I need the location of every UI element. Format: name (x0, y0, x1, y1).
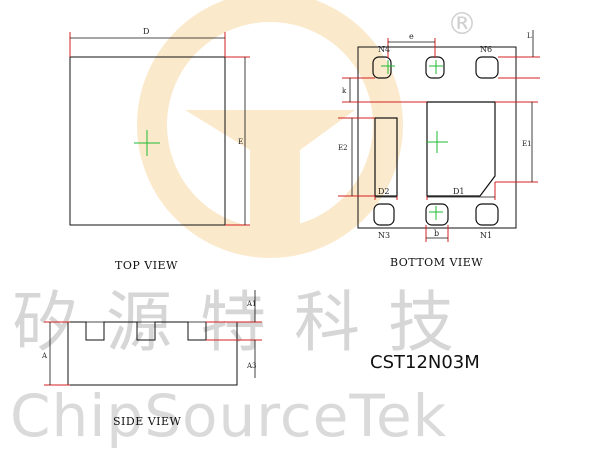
pad-n3 (373, 203, 395, 226)
pad-n5 (425, 56, 445, 79)
bottom-view-body (357, 46, 517, 229)
part-number: CST12N03M (370, 352, 480, 373)
bottom-dim-b (425, 225, 449, 242)
top-dim-e-label: E (238, 138, 243, 146)
pad-n2 (425, 203, 449, 226)
registered-mark: ® (447, 7, 477, 42)
bottom-dim-l (498, 56, 540, 79)
pad-n6 (475, 56, 499, 79)
pin-label-n6: N6 (480, 45, 492, 54)
bottom-dim-e2 (338, 117, 375, 197)
bottom-dim-k-label: k (342, 87, 347, 95)
side-dim-a-label: A (41, 352, 48, 360)
bottom-dim-d1-label: D1 (453, 187, 465, 196)
pad-n4 (372, 56, 392, 79)
bottom-view-caption: BOTTOM VIEW (390, 256, 483, 269)
side-dim-a1 (206, 321, 262, 341)
side-view: A A1 A3 SIDE VIEW (41, 290, 262, 428)
watermark-english: ChipSourceTek (10, 382, 447, 450)
side-dim-a1-label: A1 (246, 300, 257, 308)
side-dim-a (44, 321, 70, 386)
bottom-dim-d2-label: D2 (378, 187, 390, 196)
bottom-dim-b-label: b (434, 229, 439, 238)
bottom-dim-l-label: L (527, 32, 532, 40)
pad-d1 (426, 101, 496, 197)
bottom-dim-k (342, 77, 427, 103)
bottom-dim-e-label: e (409, 32, 414, 41)
top-dim-e (225, 56, 250, 226)
bottom-dim-e1-label: E1 (522, 140, 532, 148)
side-dim-a3-label: A3 (246, 362, 257, 370)
pad-d2 (374, 117, 398, 197)
pad-n1 (475, 203, 499, 226)
bottom-dim-e (387, 38, 436, 58)
top-dim-d (69, 32, 226, 57)
top-view-body (69, 56, 226, 226)
bottom-dim-e2-label: E2 (338, 144, 348, 152)
bottom-view: e L k E2 E1 (338, 30, 540, 269)
top-view-center-mark (134, 130, 160, 156)
top-view-caption: TOP VIEW (115, 259, 178, 272)
top-dim-d-label: D (143, 27, 149, 36)
pin-label-n1: N1 (480, 231, 492, 240)
top-view: D E TOP VIEW (69, 27, 250, 272)
pin-label-n4: N4 (378, 45, 390, 54)
pin-label-n3: N3 (378, 231, 390, 240)
watermark-logo (137, 0, 403, 258)
bottom-dim-e1 (495, 101, 538, 183)
pad-center-marks (381, 60, 448, 220)
side-view-caption: SIDE VIEW (113, 415, 182, 428)
